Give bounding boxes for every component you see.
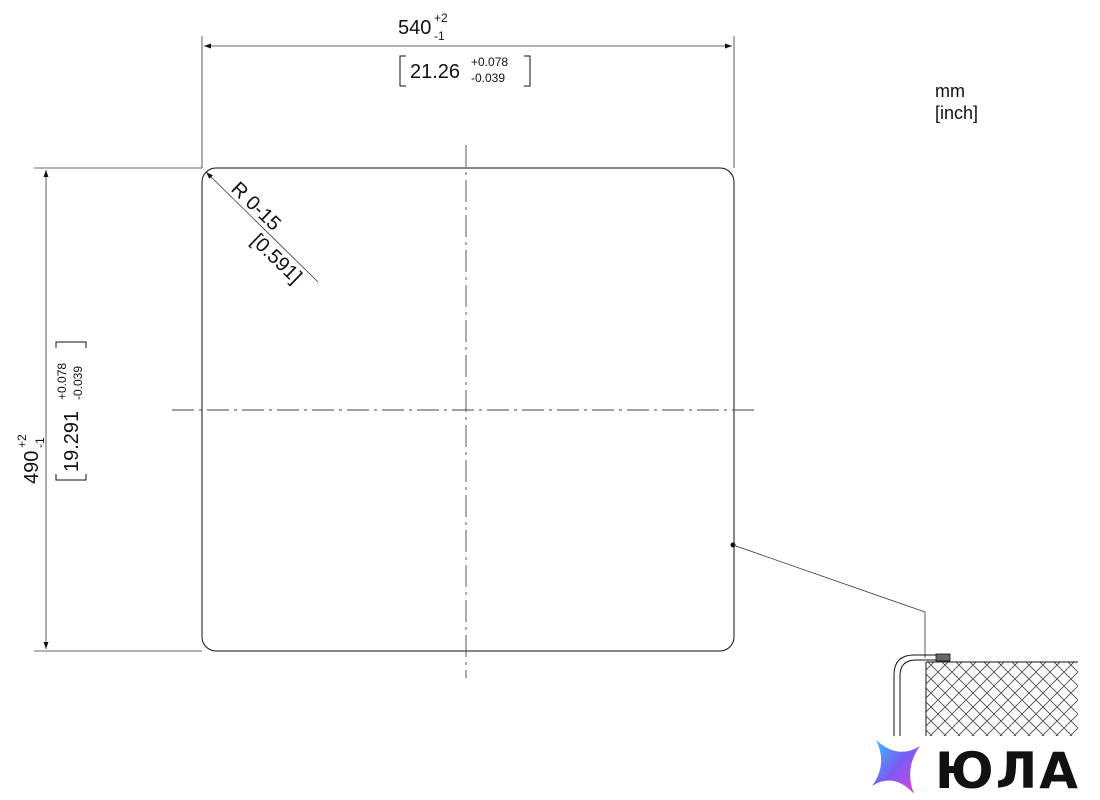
unit-secondary: [inch] (935, 103, 979, 123)
height-tol-lower: -1 (33, 437, 47, 448)
radius-inch: [0.591] (247, 230, 306, 288)
height-inch-nominal: 19.291 (61, 411, 83, 472)
width-tol-upper: +2 (434, 11, 448, 25)
width-inch-bracket-right (524, 55, 531, 87)
height-inch-tol-upper: +0.078 (55, 363, 69, 400)
width-inch-bracket-left (399, 55, 406, 87)
unit-primary: mm (935, 81, 965, 101)
height-inch-bracket-right (55, 341, 87, 348)
detail-section (893, 653, 1078, 736)
star-logo-icon (872, 740, 920, 794)
height-nominal: 490 (21, 451, 43, 484)
detail-callout-leader (732, 544, 926, 658)
width-inch-tol-upper: +0.078 (471, 55, 508, 69)
radius-label: R 0-15 (227, 178, 285, 236)
width-tol-lower: -1 (434, 29, 445, 43)
brand-logo-text: ЮЛА (935, 742, 1080, 800)
height-tol-upper: +2 (15, 434, 29, 448)
panel-outline (201, 167, 735, 652)
detail-hatched-body (926, 662, 1078, 736)
width-inch-tol-lower: -0.039 (471, 71, 505, 85)
width-inch-nominal: 21.26 (410, 61, 460, 83)
detail-edge-profile (893, 654, 950, 736)
units-legend: mm [inch] (935, 80, 978, 124)
width-nominal: 540 (398, 17, 431, 39)
height-inch-tol-lower: -0.039 (71, 366, 85, 400)
height-inch-bracket-left (55, 474, 87, 481)
radius-leader (205, 171, 319, 283)
